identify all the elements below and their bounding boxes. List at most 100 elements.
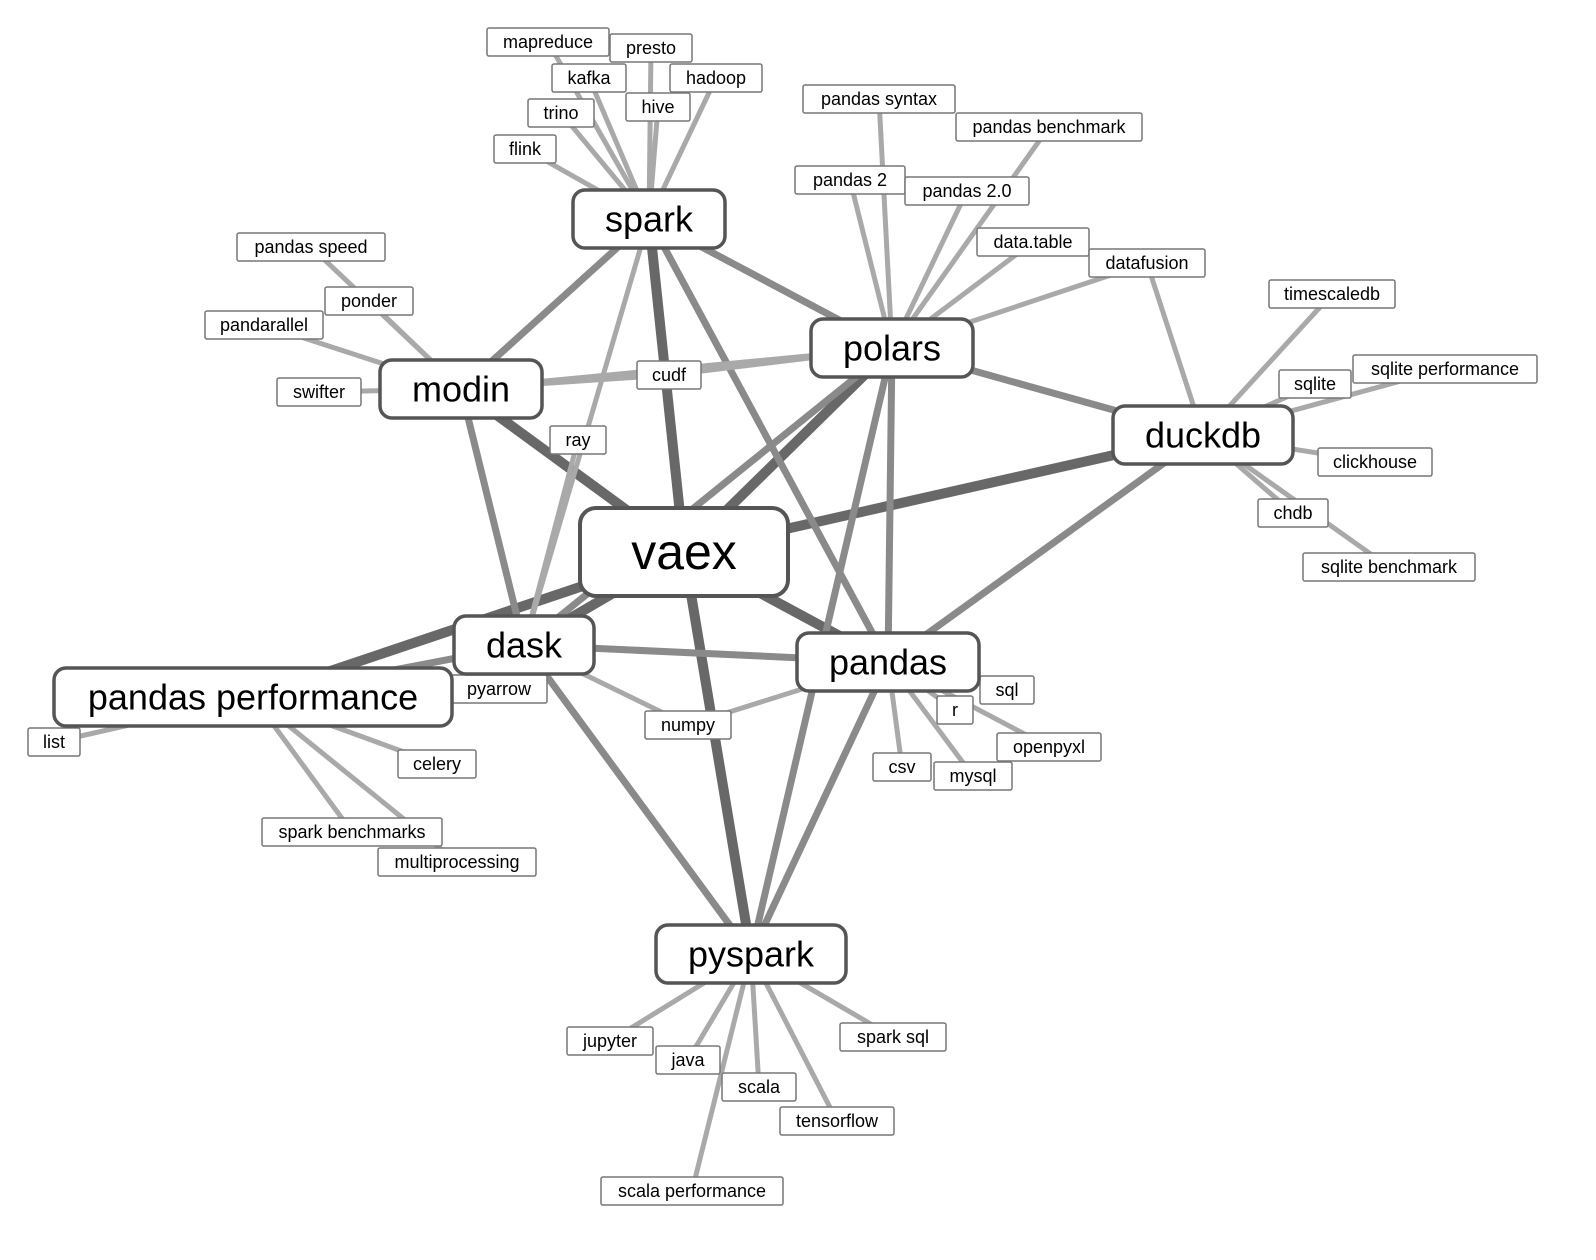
edge-polars-pandas_syntax (876, 98, 895, 349)
node-label: celery (413, 754, 461, 774)
node-label: clickhouse (1333, 452, 1417, 472)
node-box (578, 506, 790, 598)
node-sql[interactable]: sql (979, 675, 1035, 705)
edge-polars-dask (521, 345, 895, 648)
node-r[interactable]: r (936, 695, 974, 725)
node-box (551, 63, 627, 93)
node-spark-benchmarks[interactable]: spark benchmarks (261, 817, 443, 847)
node-label: jupyter (582, 1031, 637, 1051)
node-label: multiprocessing (394, 852, 519, 872)
node-clickhouse[interactable]: clickhouse (1317, 447, 1433, 477)
node-pandas-speed[interactable]: pandas speed (236, 232, 386, 262)
node-box (721, 1072, 797, 1102)
node-spark[interactable]: spark (571, 188, 727, 250)
node-scala-performance[interactable]: scala performance (600, 1176, 784, 1206)
node-vaex[interactable]: vaex (578, 506, 790, 598)
node-swifter[interactable]: swifter (276, 377, 362, 407)
node-box (377, 847, 537, 877)
node-box (204, 310, 324, 340)
node-label: spark sql (857, 1027, 929, 1047)
node-mapreduce[interactable]: mapreduce (486, 27, 610, 57)
node-label: r (952, 700, 958, 720)
node-label: data.table (993, 232, 1072, 252)
node-jupyter[interactable]: jupyter (566, 1026, 654, 1056)
node-polars[interactable]: polars (809, 317, 975, 379)
node-box (795, 631, 981, 693)
node-openpyxl[interactable]: openpyxl (996, 732, 1102, 762)
node-csv[interactable]: csv (872, 752, 932, 782)
node-box (27, 727, 81, 757)
node-modin[interactable]: modin (378, 358, 544, 420)
node-celery[interactable]: celery (397, 749, 477, 779)
node-label: spark benchmarks (278, 822, 425, 842)
node-kafka[interactable]: kafka (551, 63, 627, 93)
node-pandas[interactable]: pandas (795, 631, 981, 693)
node-label: pandas (829, 642, 947, 683)
node-box (933, 761, 1013, 791)
node-spark-sql[interactable]: spark sql (839, 1022, 947, 1052)
node-data-table[interactable]: data.table (976, 227, 1090, 257)
node-trino[interactable]: trino (527, 98, 595, 128)
node-tensorflow[interactable]: tensorflow (779, 1106, 895, 1136)
node-scala[interactable]: scala (721, 1072, 797, 1102)
node-mysql[interactable]: mysql (933, 761, 1013, 791)
node-box (976, 227, 1090, 257)
node-datafusion[interactable]: datafusion (1088, 248, 1206, 278)
node-duckdb[interactable]: duckdb (1111, 404, 1295, 466)
node-pandas-syntax[interactable]: pandas syntax (802, 84, 956, 114)
node-timescaledb[interactable]: timescaledb (1268, 279, 1396, 309)
node-box (644, 710, 732, 740)
node-ponder[interactable]: ponder (324, 286, 414, 316)
edge-vaex-pyspark (679, 551, 756, 955)
node-label: duckdb (1145, 415, 1261, 456)
node-label: pandas performance (88, 677, 418, 718)
node-cudf[interactable]: cudf (636, 360, 702, 390)
node-presto[interactable]: presto (609, 33, 693, 63)
node-box (452, 614, 596, 676)
node-label: dask (486, 625, 563, 666)
node-label: sql (995, 680, 1018, 700)
node-label: modin (412, 369, 510, 410)
node-box (609, 33, 693, 63)
node-ray[interactable]: ray (549, 425, 607, 455)
node-box (276, 377, 362, 407)
node-label: pandas 2.0 (922, 181, 1011, 201)
node-label: hadoop (686, 68, 746, 88)
node-java[interactable]: java (655, 1045, 721, 1075)
node-flink[interactable]: flink (493, 134, 557, 164)
node-box (236, 232, 386, 262)
node-label: csv (889, 757, 916, 777)
node-sqlite-performance[interactable]: sqlite performance (1352, 354, 1538, 384)
node-dask[interactable]: dask (452, 614, 596, 676)
node-sqlite[interactable]: sqlite (1278, 369, 1352, 399)
node-label: scala performance (618, 1181, 766, 1201)
node-sqlite-benchmark[interactable]: sqlite benchmark (1302, 552, 1476, 582)
node-box (527, 98, 595, 128)
node-numpy[interactable]: numpy (644, 710, 732, 740)
edges-layer (53, 40, 1446, 1192)
node-box (397, 749, 477, 779)
node-label: mapreduce (503, 32, 593, 52)
node-list[interactable]: list (27, 727, 81, 757)
node-multiprocessing[interactable]: multiprocessing (377, 847, 537, 877)
node-box (566, 1026, 654, 1056)
node-label: sqlite performance (1371, 359, 1519, 379)
node-box (654, 923, 848, 985)
node-pandarallel[interactable]: pandarallel (204, 310, 324, 340)
node-box (571, 188, 727, 250)
node-pyspark[interactable]: pyspark (654, 923, 848, 985)
edge-polars-pandas (884, 347, 896, 663)
node-chdb[interactable]: chdb (1257, 498, 1329, 528)
node-pandas-2[interactable]: pandas 2 (794, 165, 906, 195)
node-label: ponder (341, 291, 397, 311)
node-label: pandarallel (220, 315, 308, 335)
node-pyarrow[interactable]: pyarrow (450, 674, 548, 704)
node-pandas-benchmark[interactable]: pandas benchmark (955, 112, 1143, 142)
node-pandas-performance[interactable]: pandas performance (52, 666, 454, 728)
node-box (1088, 248, 1206, 278)
node-hive[interactable]: hive (625, 92, 691, 122)
node-hadoop[interactable]: hadoop (669, 63, 763, 93)
edge-pandas-pyspark (747, 660, 892, 956)
node-pandas-2-0[interactable]: pandas 2.0 (904, 176, 1030, 206)
